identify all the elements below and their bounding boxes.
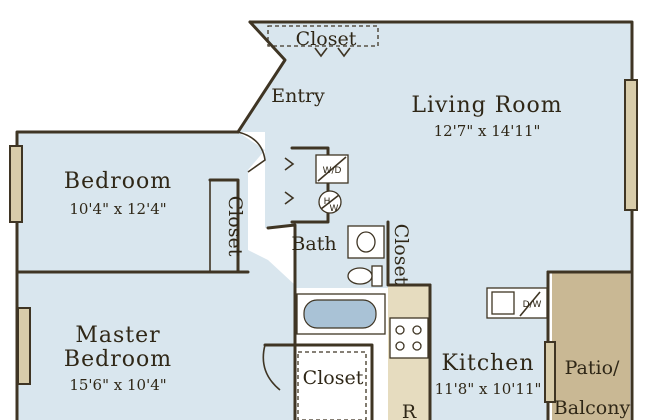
utility-wall [290,146,330,224]
bathtub-basin-icon [303,299,377,329]
bedroom-door-arc [237,131,266,173]
toilet-icon [347,267,373,285]
toilet-tank-icon [371,265,383,287]
patio-title-line2: Balcony [554,397,631,419]
stove-burners-icon [412,325,422,335]
bath-walls [266,223,297,420]
living-room-title: Living Room [411,93,562,118]
refrigerator-label: R [402,401,417,420]
water-heater-w-label: W [330,204,339,214]
appliance-box-icon [317,156,347,182]
patio-wall [546,270,634,420]
living-room-size: 12'7" x 14'11" [434,122,541,140]
master-bedroom-floor [17,250,295,420]
master-bedroom-title-line2: Bedroom [64,347,172,372]
bedroom-closet-label: Closet [224,196,246,257]
kitchen-size: 11'8" x 10'11" [435,380,542,398]
patio-floor [552,272,630,420]
living-floor [238,22,632,420]
window-icon [544,341,556,403]
master-closet-wall [263,343,374,420]
stove-burners-icon [412,341,422,351]
closet-bedroom-wall [208,178,240,274]
entry-closet-label: Closet [296,28,357,50]
window-icon [17,307,31,385]
master-bedroom-size: 15'6" x 10'4" [69,376,166,394]
stove-icon [389,317,429,359]
window-icon [9,145,23,223]
sink-icon [356,231,376,253]
wd-label: W/D [323,166,342,176]
door-swing-icon [284,157,295,205]
window-icon [624,79,638,211]
bath-label: Bath [291,233,336,255]
bedroom-size: 10'4" x 12'4" [69,200,166,218]
appliance-box-icon [491,291,515,315]
water-heater-h-label: H [324,197,331,207]
entry-closet-dashed [267,25,379,47]
dw-label: D/W [523,300,542,310]
patio-title-line1: Patio/ [565,357,620,379]
master-closet-label: Closet [303,367,364,389]
entry-closet-doors [314,47,351,58]
water-heater-icon [320,194,340,210]
master-closet-dashed [297,351,367,420]
kitchen-title: Kitchen [442,351,535,376]
stove-burners-icon [395,325,405,335]
master-door-arc [262,344,281,391]
bath-closet-label: Closet [390,224,412,285]
stove-burners-icon [395,341,405,351]
bedroom-floor [17,132,265,272]
appliance-box-icon [519,291,541,317]
bedroom-title: Bedroom [64,169,172,194]
entry-diagonal-wall [236,20,287,134]
bath-closet-wall [386,220,432,287]
master-bedroom-title-line1: Master [75,323,160,348]
entry-label: Entry [271,85,325,107]
